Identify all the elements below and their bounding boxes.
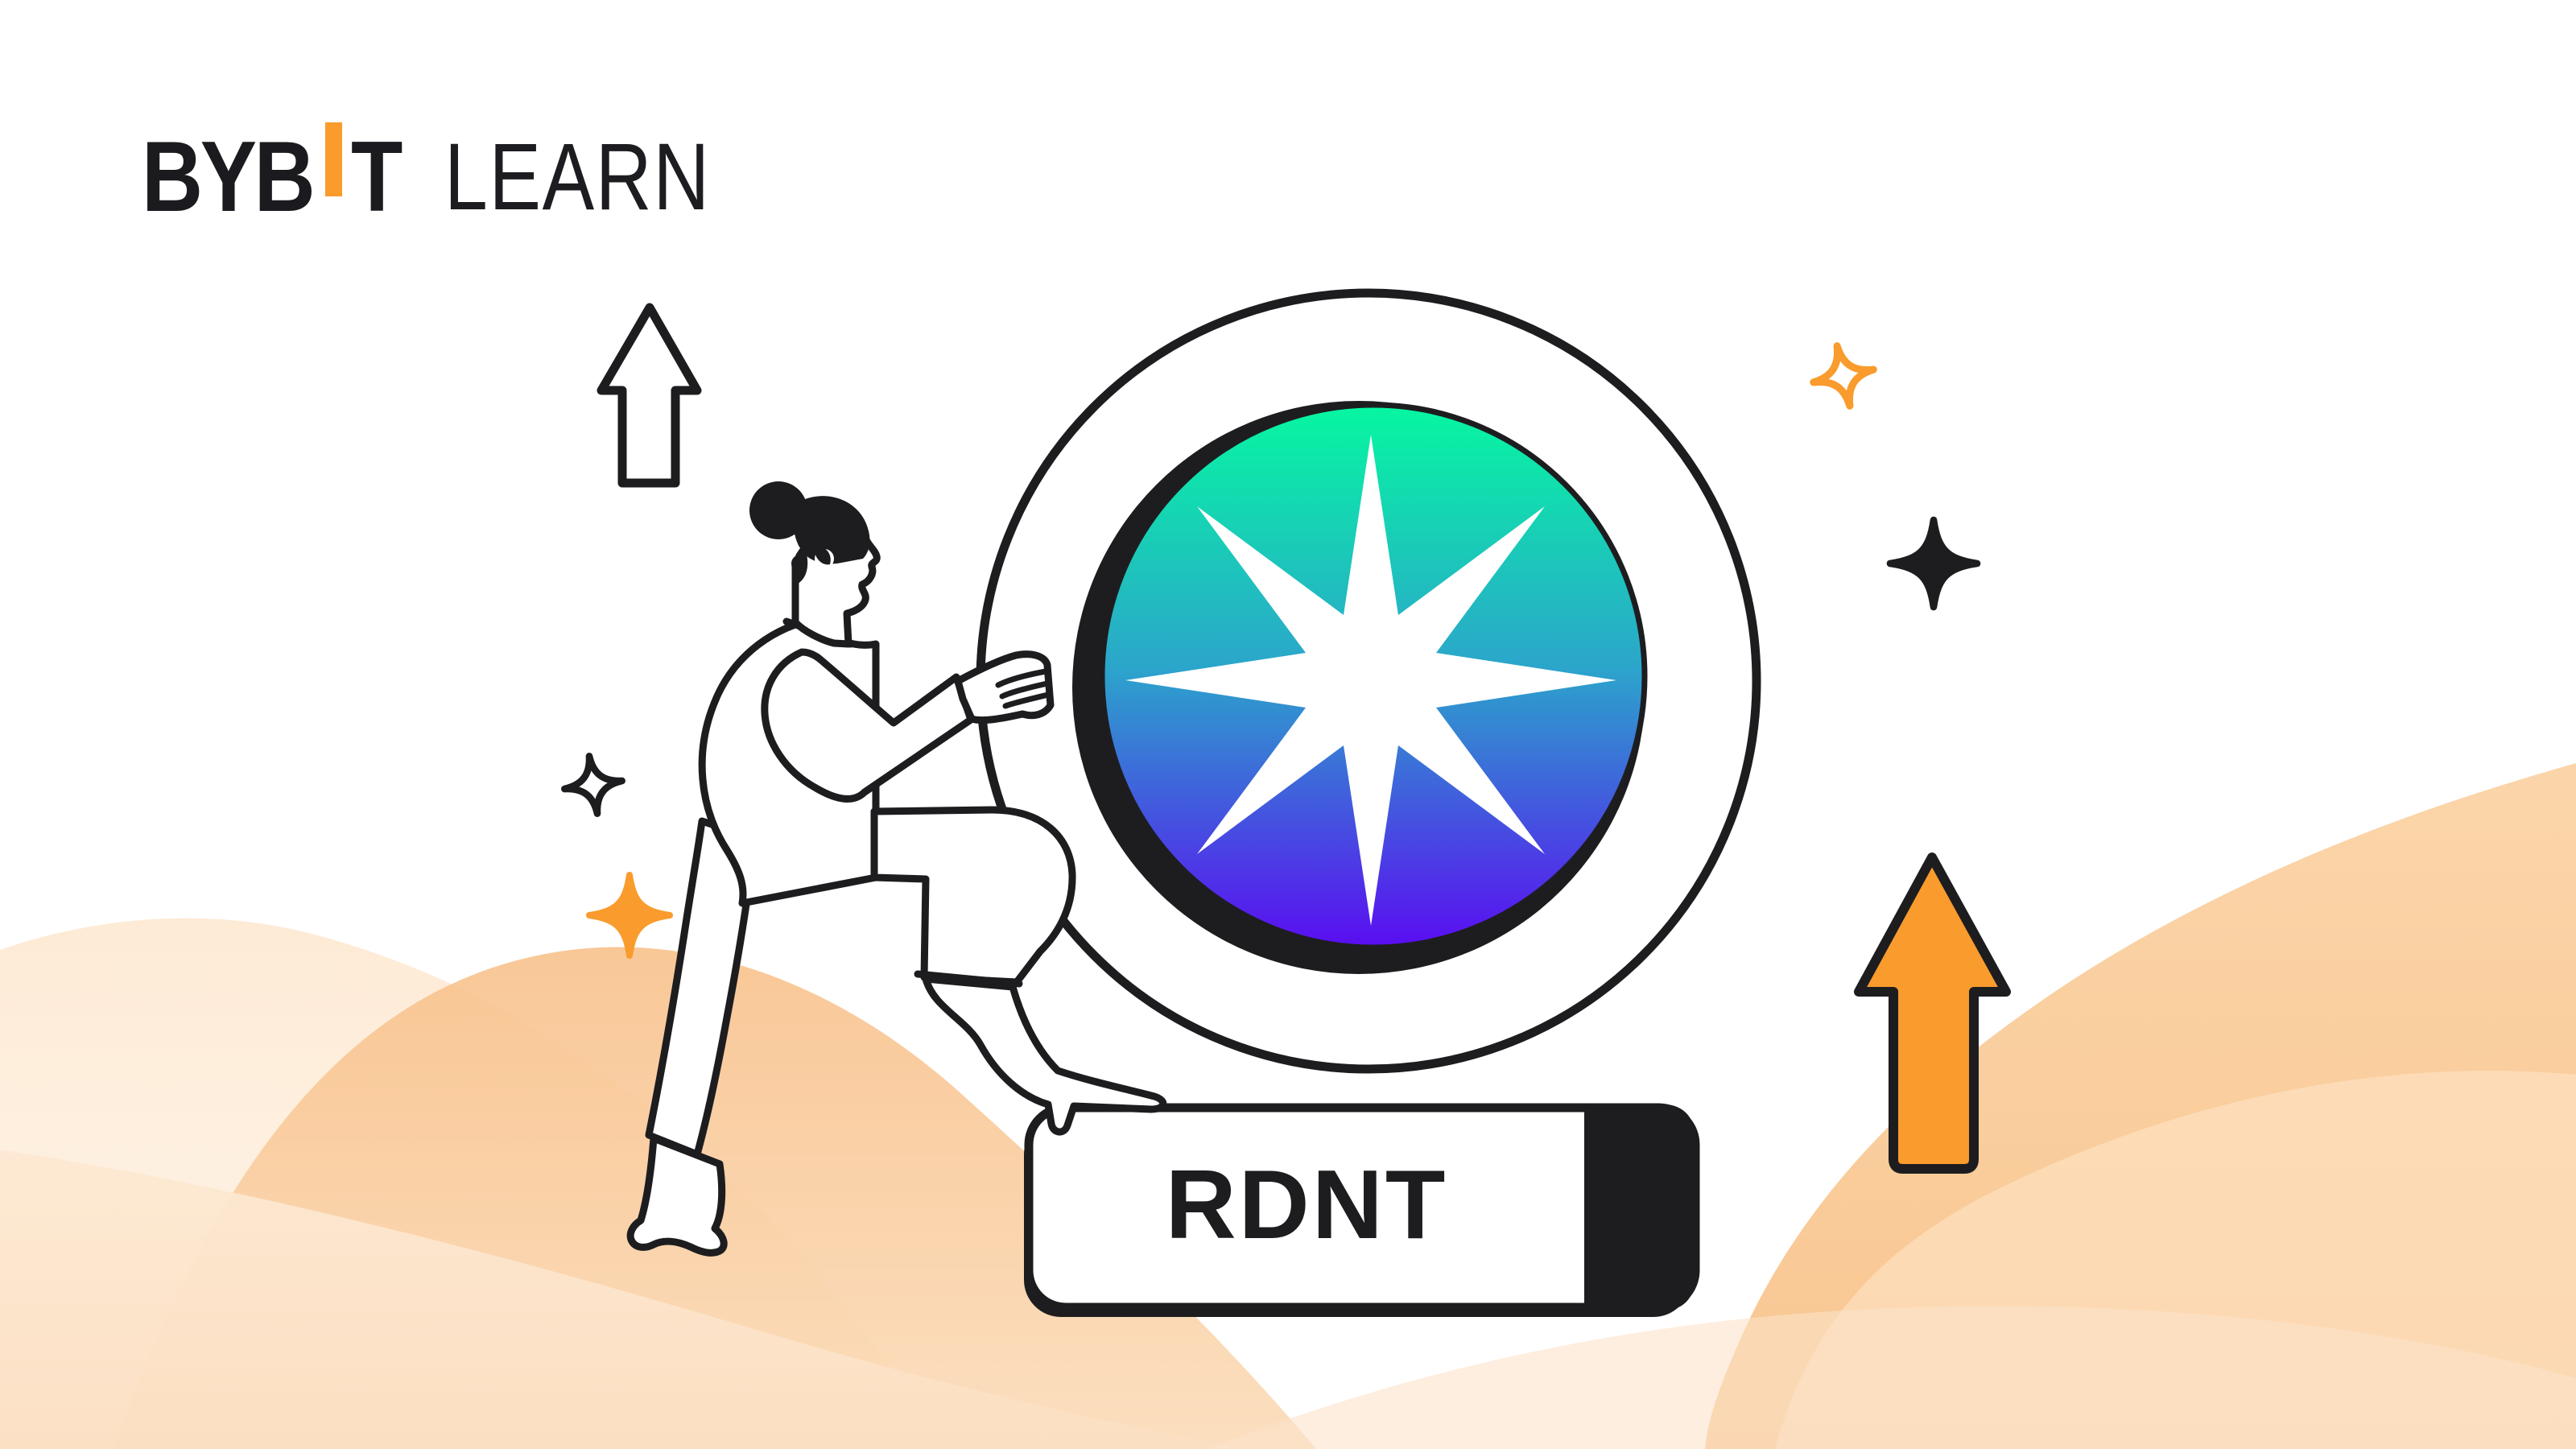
woman-arm <box>761 648 975 803</box>
woman-illustration <box>626 481 1167 1257</box>
up-arrow-outline-icon <box>597 303 702 488</box>
rdnt-coin <box>976 288 1761 1074</box>
coin-star-icon <box>1125 435 1616 926</box>
woman-hair <box>749 481 870 586</box>
woman-hand <box>954 650 1055 724</box>
woman-back-boot <box>626 1134 728 1257</box>
sparkle-filled-black-icon <box>1886 516 1981 611</box>
up-arrow-filled-icon <box>1854 852 2011 1174</box>
dune-foreground-light <box>0 1150 1256 1449</box>
logo-bybit-tail-text: T <box>351 122 402 233</box>
bybit-learn-logo: BYB T LEARN <box>0 0 724 227</box>
woman-finger-lines <box>995 668 1051 709</box>
rdnt-ticker-pill: RDNT <box>1024 1103 1700 1317</box>
sparkle-outline-orange-icon <box>1810 342 1877 410</box>
sparkle-outline-black-icon <box>561 753 625 817</box>
logo-bybit-bold-text: BYB <box>142 122 316 233</box>
logo-letter-i-bar <box>325 122 342 196</box>
logo-learn-text: LEARN <box>444 124 711 230</box>
woman-front-boot <box>922 975 1167 1136</box>
woman-cuff-line-front <box>914 970 1023 988</box>
ticker-text: RDNT <box>1166 1150 1448 1259</box>
woman-ear-curl <box>815 546 831 565</box>
sparkle-filled-orange-icon <box>586 872 673 959</box>
background-waves <box>0 763 2576 1449</box>
pill-black-cap <box>1584 1104 1695 1311</box>
woman-front-leg <box>870 806 1076 986</box>
dune-bottom-band <box>1208 1306 2576 1449</box>
